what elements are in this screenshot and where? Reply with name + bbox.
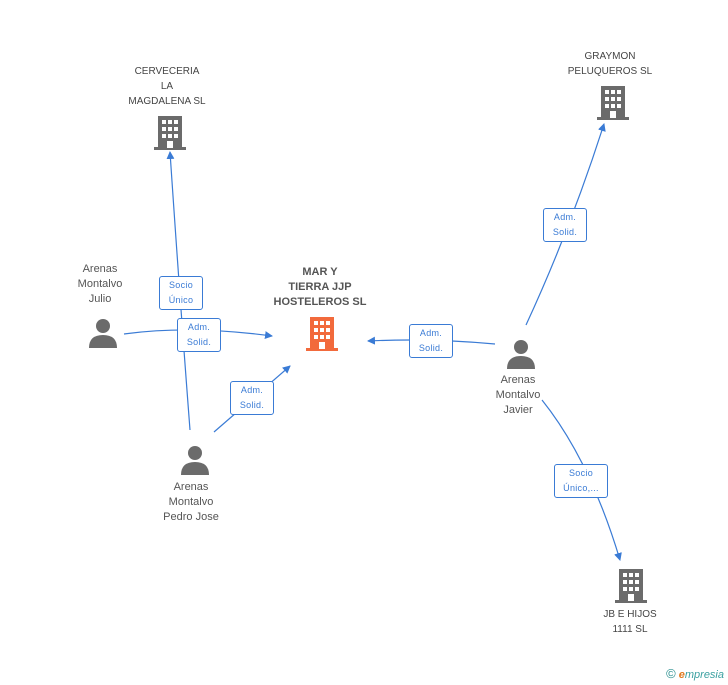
edge-label-javier-jb: Socio Único,... bbox=[554, 464, 608, 498]
building-icon bbox=[615, 569, 647, 603]
edge-label-pedro-center: Adm. Solid. bbox=[230, 381, 274, 415]
edge-label-javier-center: Adm. Solid. bbox=[409, 324, 453, 358]
brand-name: mpresia bbox=[684, 669, 724, 681]
person-icon bbox=[181, 446, 209, 475]
edge-label-pedro-cerveceria: Socio Único bbox=[159, 276, 203, 310]
brand-initial: e bbox=[678, 669, 685, 681]
node-label-cerveceria[interactable]: CERVECERIA LA MAGDALENA SL bbox=[128, 66, 206, 107]
person-icon bbox=[89, 319, 117, 348]
empresia-logo: ©empresia bbox=[666, 666, 724, 681]
building-icon bbox=[597, 86, 629, 120]
node-label-graymon[interactable]: GRAYMON PELUQUEROS SL bbox=[567, 51, 653, 77]
node-label-center[interactable]: MAR Y TIERRA JJP HOSTELEROS SL bbox=[273, 266, 367, 308]
node-label-javier[interactable]: Arenas Montalvo Javier bbox=[495, 374, 541, 416]
building-icon-center bbox=[306, 317, 338, 351]
node-label-pedro[interactable]: Arenas Montalvo Pedro Jose bbox=[163, 481, 219, 523]
copyright-symbol: © bbox=[666, 666, 676, 681]
building-icon bbox=[154, 116, 186, 150]
edge-label-javier-graymon: Adm. Solid. bbox=[543, 208, 587, 242]
node-label-julio[interactable]: Arenas Montalvo Julio bbox=[77, 263, 123, 305]
node-label-jb[interactable]: JB E HIJOS 1111 SL bbox=[603, 609, 657, 635]
edge-label-julio-center: Adm. Solid. bbox=[177, 318, 221, 352]
person-icon bbox=[507, 340, 535, 369]
